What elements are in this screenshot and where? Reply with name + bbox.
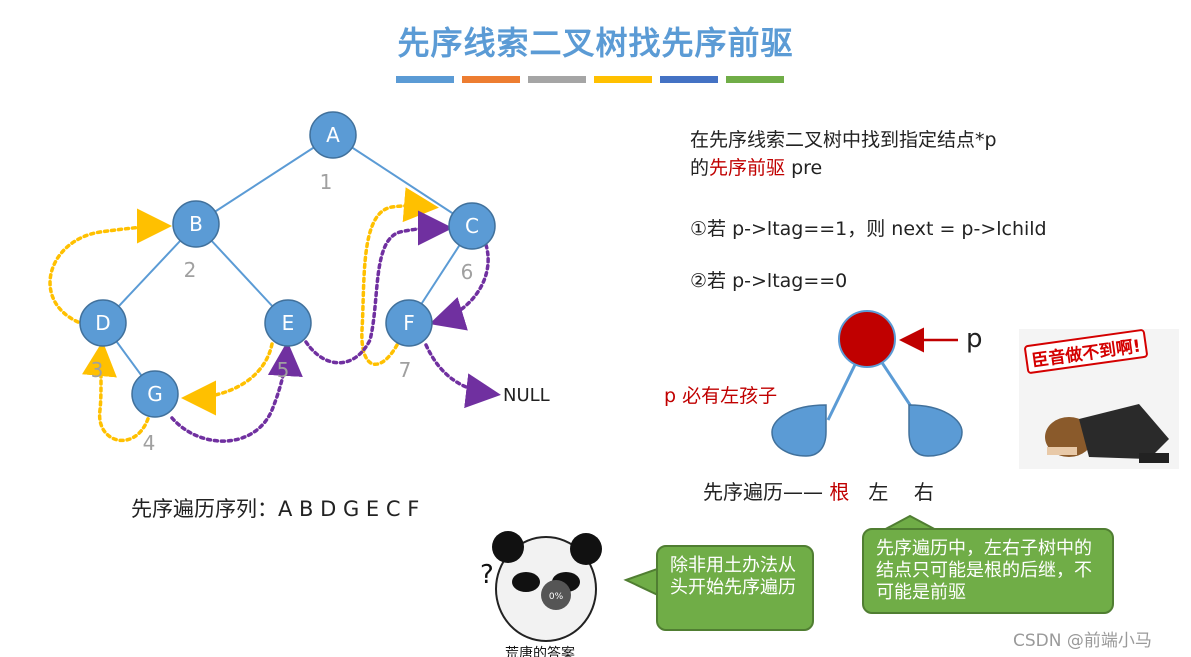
color-bar-segment (462, 76, 520, 83)
tree-node-e (264, 299, 312, 347)
thread-f-to-e (360, 187, 439, 366)
tree-node-label-c: C (465, 214, 479, 238)
problem-description: 在先序线索二叉树中找到指定结点*p 的先序前驱 pre (690, 126, 997, 182)
p-node (838, 310, 896, 368)
preorder-rule-root: 根 (829, 480, 850, 504)
tree-node-order-e: 5 (277, 358, 290, 382)
tree-node-f (385, 299, 433, 347)
description-line-1: 在先序线索二叉树中找到指定结点*p (690, 129, 997, 151)
tree-node-order-f: 7 (399, 358, 412, 382)
color-bar-segment (594, 76, 652, 83)
preorder-rule-prefix: 先序遍历—— (703, 480, 830, 504)
rule-ltag-1: ①若 p->ltag==1，则 next = p->lchild (690, 218, 1047, 240)
edge-a-b (195, 134, 334, 225)
tree-node-a (309, 111, 357, 159)
description-line-2: 的先序前驱 pre (690, 154, 997, 182)
thread-g-to-d (82, 341, 152, 442)
description-highlight: 先序前驱 (709, 157, 786, 179)
preorder-rule-rest: 左 右 (849, 480, 934, 504)
panda-meme-image: 0% ? 荒唐的答案 (474, 527, 606, 657)
watermark: CSDN @前端小马 (1013, 631, 1152, 651)
tree-node-order-g: 4 (143, 431, 156, 455)
tree-node-g (131, 370, 179, 418)
thread-g-to-e (170, 341, 303, 443)
description-prefix: 的 (690, 157, 710, 179)
null-label: NULL (503, 385, 550, 406)
color-bar-segment (726, 76, 784, 83)
color-bar-segment (396, 76, 454, 83)
tree-node-label-e: E (282, 311, 295, 335)
thread-e-to-g (181, 342, 274, 416)
speech-bubble-right: 先序遍历中，左右子树中的结点只可能是根的后继，不可能是前驱 (862, 528, 1114, 614)
thread-f-to-null (424, 343, 501, 409)
p-subtree (623, 310, 963, 598)
edge-a-c (332, 134, 473, 227)
right-subtree-shape (908, 404, 963, 457)
panda-badge-text: 0% (549, 592, 564, 602)
tree-nodes: A 1B 2 C 6D 3 E 5 F 7G 4 (79, 111, 496, 455)
tree-node-order-b: 2 (184, 258, 197, 282)
thread-c-to-f (429, 243, 490, 331)
speech-bubble-left: 除非用土办法从头开始先序遍历 (656, 545, 814, 631)
title-color-bar (396, 76, 784, 83)
description-suffix: pre (785, 157, 823, 179)
tree-node-label-b: B (189, 212, 203, 236)
thread-d-to-b (48, 208, 172, 324)
preorder-rule: 先序遍历—— 根 左 右 (703, 476, 934, 505)
thread-e-to-c (304, 210, 453, 365)
color-bar-segment (528, 76, 586, 83)
tree-node-order-a: 1 (320, 170, 333, 194)
preorder-sequence: 先序遍历序列：A B D G E C F (131, 497, 420, 521)
tree-node-order-c: 6 (461, 260, 474, 284)
panda-face-icon: 0% ? (480, 531, 602, 642)
left-child-note: p 必有左孩子 (664, 385, 778, 407)
color-bar-segment (660, 76, 718, 83)
purple-threads (170, 210, 501, 443)
rule-ltag-0: ②若 p->ltag==0 (690, 270, 848, 292)
tree-node-b (172, 200, 220, 248)
tree-node-label-g: G (147, 382, 163, 406)
tree-node-order-d: 3 (91, 358, 104, 382)
tree-node-c (448, 202, 496, 250)
p-pointer-label: p (966, 324, 983, 354)
panda-question-mark: ? (480, 560, 494, 590)
bubble-left-pointer (623, 566, 661, 598)
tree-node-d (79, 299, 127, 347)
page-title: 先序线索二叉树找先序前驱 (397, 24, 794, 62)
left-subtree-shape (771, 404, 827, 457)
bowing-meme-image: 臣音做不到啊! (1019, 328, 1179, 469)
panda-meme-caption: 荒唐的答案 (505, 646, 575, 657)
tree-node-label-f: F (403, 311, 415, 335)
tree-node-label-a: A (326, 123, 340, 147)
tree-node-label-d: D (95, 311, 110, 335)
